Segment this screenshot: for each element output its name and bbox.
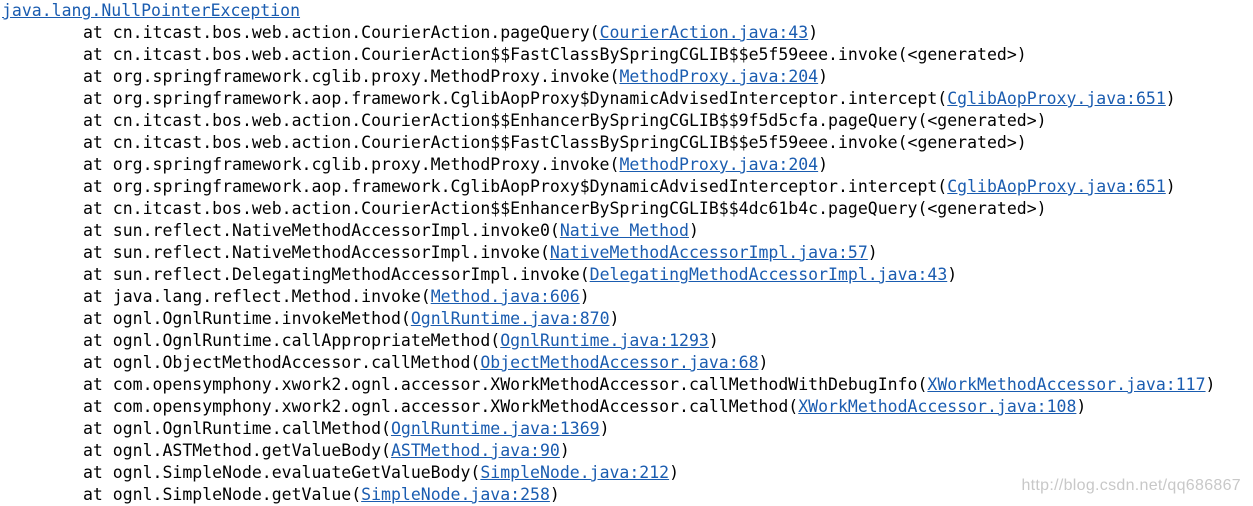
frame-close-paren: ) — [708, 331, 719, 350]
frame-source-link[interactable]: SimpleNode.java:212 — [480, 463, 670, 482]
frame-source-link[interactable]: OgnlRuntime.java:1293 — [500, 331, 709, 350]
frame-close-paren: ) — [1165, 177, 1176, 196]
stack-frame-row: at ognl.ObjectMethodAccessor.callMethod(… — [2, 352, 1250, 374]
frame-close-paren: ) — [867, 243, 878, 262]
frame-source-link[interactable]: Method.java:606 — [430, 287, 580, 306]
frame-method: at org.springframework.aop.framework.Cgl… — [83, 177, 948, 196]
frame-method: at cn.itcast.bos.web.action.CourierActio… — [83, 45, 1027, 64]
frame-method: at sun.reflect.DelegatingMethodAccessorI… — [83, 265, 590, 284]
frame-close-paren: ) — [1165, 89, 1176, 108]
frame-method: at com.opensymphony.xwork2.ognl.accessor… — [83, 375, 928, 394]
stack-frame-row: at cn.itcast.bos.web.action.CourierActio… — [2, 132, 1250, 154]
stack-frame-row: at org.springframework.aop.framework.Cgl… — [2, 88, 1250, 110]
frame-source-link[interactable]: CourierAction.java:43 — [599, 23, 809, 42]
stack-frame-row: at cn.itcast.bos.web.action.CourierActio… — [2, 44, 1250, 66]
stack-frame-row: at ognl.OgnlRuntime.callAppropriateMetho… — [2, 330, 1250, 352]
frame-source-link[interactable]: CglibAopProxy.java:651 — [947, 177, 1166, 196]
frame-source-link[interactable]: XWorkMethodAccessor.java:108 — [798, 397, 1077, 416]
frame-method: at cn.itcast.bos.web.action.CourierActio… — [83, 23, 600, 42]
frame-close-paren: ) — [947, 265, 958, 284]
frame-source-link[interactable]: DelegatingMethodAccessorImpl.java:43 — [589, 265, 948, 284]
frame-source-link[interactable]: MethodProxy.java:204 — [619, 155, 819, 174]
stack-frame-row: at ognl.SimpleNode.getValue(SimpleNode.j… — [2, 484, 1250, 506]
frame-method: at ognl.OgnlRuntime.callMethod( — [83, 419, 391, 438]
stack-frame-row: at sun.reflect.NativeMethodAccessorImpl.… — [2, 220, 1250, 242]
frame-close-paren: ) — [688, 221, 699, 240]
stack-frame-row: at ognl.OgnlRuntime.invokeMethod(OgnlRun… — [2, 308, 1250, 330]
frame-close-paren: ) — [808, 23, 819, 42]
stack-frame-row: at cn.itcast.bos.web.action.CourierActio… — [2, 22, 1250, 44]
frame-method: at org.springframework.aop.framework.Cgl… — [83, 89, 948, 108]
frame-method: at ognl.ObjectMethodAccessor.callMethod( — [83, 353, 481, 372]
frame-method: at ognl.ASTMethod.getValueBody( — [83, 441, 391, 460]
frame-method: at cn.itcast.bos.web.action.CourierActio… — [83, 111, 1047, 130]
stack-frame-row: at com.opensymphony.xwork2.ognl.accessor… — [2, 396, 1250, 418]
frame-method: at com.opensymphony.xwork2.ognl.accessor… — [83, 397, 799, 416]
frame-method: at ognl.SimpleNode.getValue( — [83, 485, 362, 504]
frame-source-link[interactable]: ObjectMethodAccessor.java:68 — [480, 353, 759, 372]
frame-close-paren: ) — [818, 155, 829, 174]
frame-source-link[interactable]: CglibAopProxy.java:651 — [947, 89, 1166, 108]
frame-close-paren: ) — [609, 309, 620, 328]
frame-close-paren: ) — [818, 67, 829, 86]
stack-frame-row: at cn.itcast.bos.web.action.CourierActio… — [2, 198, 1250, 220]
frame-source-link[interactable]: XWorkMethodAccessor.java:117 — [927, 375, 1206, 394]
exception-link[interactable]: java.lang.NullPointerException — [2, 1, 301, 20]
frame-close-paren: ) — [549, 485, 560, 504]
frame-close-paren: ) — [669, 463, 680, 482]
stack-frame-row: at org.springframework.cglib.proxy.Metho… — [2, 66, 1250, 88]
frame-close-paren: ) — [1205, 375, 1216, 394]
frame-method: at ognl.SimpleNode.evaluateGetValueBody( — [83, 463, 481, 482]
frame-close-paren: ) — [579, 287, 590, 306]
stack-frame-row: at ognl.SimpleNode.evaluateGetValueBody(… — [2, 462, 1250, 484]
frame-source-link[interactable]: OgnlRuntime.java:1369 — [390, 419, 600, 438]
frame-method: at sun.reflect.NativeMethodAccessorImpl.… — [83, 243, 550, 262]
frame-source-link[interactable]: Native Method — [559, 221, 689, 240]
stack-frame-row: at org.springframework.cglib.proxy.Metho… — [2, 154, 1250, 176]
frame-method: at org.springframework.cglib.proxy.Metho… — [83, 67, 620, 86]
exception-header: java.lang.NullPointerException — [2, 0, 1250, 22]
frame-close-paren: ) — [599, 419, 610, 438]
stack-frame-row: at com.opensymphony.xwork2.ognl.accessor… — [2, 374, 1250, 396]
stack-frame-row: at sun.reflect.NativeMethodAccessorImpl.… — [2, 242, 1250, 264]
stack-frame-row: at sun.reflect.DelegatingMethodAccessorI… — [2, 264, 1250, 286]
frame-source-link[interactable]: ASTMethod.java:90 — [390, 441, 560, 460]
stack-frame-row: at ognl.OgnlRuntime.callMethod(OgnlRunti… — [2, 418, 1250, 440]
frame-method: at sun.reflect.NativeMethodAccessorImpl.… — [83, 221, 560, 240]
frame-method: at cn.itcast.bos.web.action.CourierActio… — [83, 199, 1047, 218]
stack-frame-row: at org.springframework.aop.framework.Cgl… — [2, 176, 1250, 198]
stack-frame-row: at ognl.ASTMethod.getValueBody(ASTMethod… — [2, 440, 1250, 462]
frame-method: at ognl.OgnlRuntime.invokeMethod( — [83, 309, 411, 328]
frame-close-paren: ) — [559, 441, 570, 460]
frame-close-paren: ) — [758, 353, 769, 372]
frame-method: at org.springframework.cglib.proxy.Metho… — [83, 155, 620, 174]
frame-source-link[interactable]: OgnlRuntime.java:870 — [410, 309, 610, 328]
stack-frame-row: at cn.itcast.bos.web.action.CourierActio… — [2, 110, 1250, 132]
frame-method: at cn.itcast.bos.web.action.CourierActio… — [83, 133, 1027, 152]
frame-method: at java.lang.reflect.Method.invoke( — [83, 287, 431, 306]
stack-frame-list: at cn.itcast.bos.web.action.CourierActio… — [2, 22, 1250, 506]
frame-source-link[interactable]: NativeMethodAccessorImpl.java:57 — [549, 243, 868, 262]
frame-source-link[interactable]: SimpleNode.java:258 — [361, 485, 550, 504]
watermark: http://blog.csdn.net/qq686867 — [1021, 477, 1241, 494]
frame-source-link[interactable]: MethodProxy.java:204 — [619, 67, 819, 86]
frame-method: at ognl.OgnlRuntime.callAppropriateMetho… — [83, 331, 501, 350]
stack-frame-row: at java.lang.reflect.Method.invoke(Metho… — [2, 286, 1250, 308]
frame-close-paren: ) — [1076, 397, 1087, 416]
